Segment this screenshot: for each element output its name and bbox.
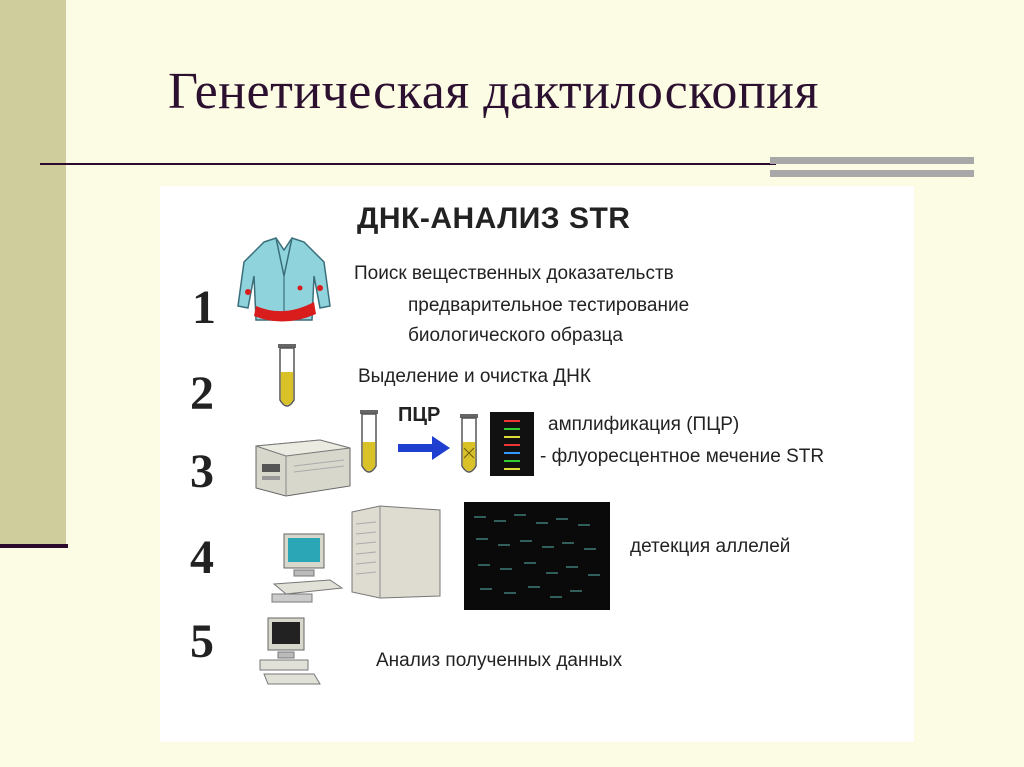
sidebar-rule (0, 544, 68, 548)
pcr-arrow-label: ПЦР (398, 404, 441, 426)
diagram-heading: ДНК-АНАЛИЗ STR (357, 202, 631, 235)
sidebar-decoration (0, 0, 66, 548)
sequencer-icon (351, 505, 441, 599)
jacket-icon (237, 237, 331, 322)
step-text: биологического образца (408, 325, 624, 346)
step-text: предварительное тестирование (408, 295, 690, 316)
thermocycler-icon (255, 439, 351, 497)
step-text: Анализ полученных данных (376, 650, 623, 671)
step-text: - флуоресцентное мечение STR (540, 446, 825, 467)
test-tube-icon (460, 414, 478, 473)
step-number: 5 (190, 615, 214, 668)
step-number: 4 (190, 531, 214, 584)
slide-title: Генетическая дактилоскопия (168, 63, 819, 120)
title-accent-bar (770, 170, 974, 177)
str-analysis-diagram: ДНК-АНАЛИЗ STR 1 2 3 4 5 Поиск веществен… (160, 186, 914, 742)
computer-icon (271, 533, 344, 603)
step-text: Поиск вещественных доказательств (354, 263, 674, 284)
step-text: Выделение и очистка ДНК (358, 366, 591, 387)
test-tube-icon (360, 410, 378, 473)
arrow-right-icon (398, 436, 450, 460)
step-number: 3 (190, 445, 214, 498)
step-number: 2 (190, 367, 214, 420)
gel-image-icon (464, 502, 610, 610)
gel-image-icon (490, 412, 534, 476)
step-text: амплификация (ПЦР) (548, 414, 740, 435)
step-text: детекция аллелей (630, 536, 791, 557)
computer-icon (259, 617, 321, 685)
step-number: 1 (192, 281, 216, 334)
title-rule (40, 163, 776, 165)
test-tube-icon (278, 344, 296, 407)
title-accent-bar (770, 157, 974, 164)
